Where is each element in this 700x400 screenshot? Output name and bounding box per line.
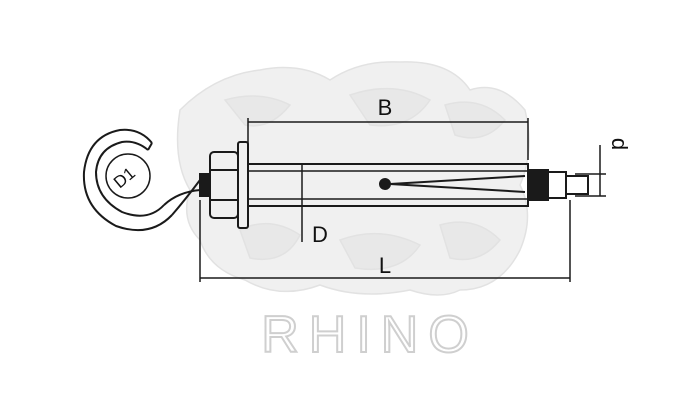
label-d-small: d bbox=[607, 138, 632, 150]
hook-inner bbox=[94, 140, 165, 217]
hook-neck-bottom bbox=[163, 189, 201, 206]
hook-neck-top bbox=[171, 179, 201, 216]
watermark-logo bbox=[176, 61, 530, 296]
sleeve-slot bbox=[389, 175, 526, 185]
bolt-tip bbox=[547, 171, 567, 199]
label-b: B bbox=[378, 95, 393, 120]
label-D1: D1 bbox=[110, 164, 139, 193]
hook-eye-circle bbox=[105, 153, 151, 199]
thread-left bbox=[199, 173, 211, 197]
drawing-lines bbox=[82, 118, 606, 282]
cone-nut bbox=[527, 169, 549, 201]
sleeve-slot-hole bbox=[379, 178, 391, 190]
label-L: L bbox=[379, 253, 391, 278]
watermark-text: RHINO bbox=[261, 306, 479, 364]
hook-outer bbox=[82, 128, 173, 232]
label-D: D bbox=[312, 222, 328, 247]
